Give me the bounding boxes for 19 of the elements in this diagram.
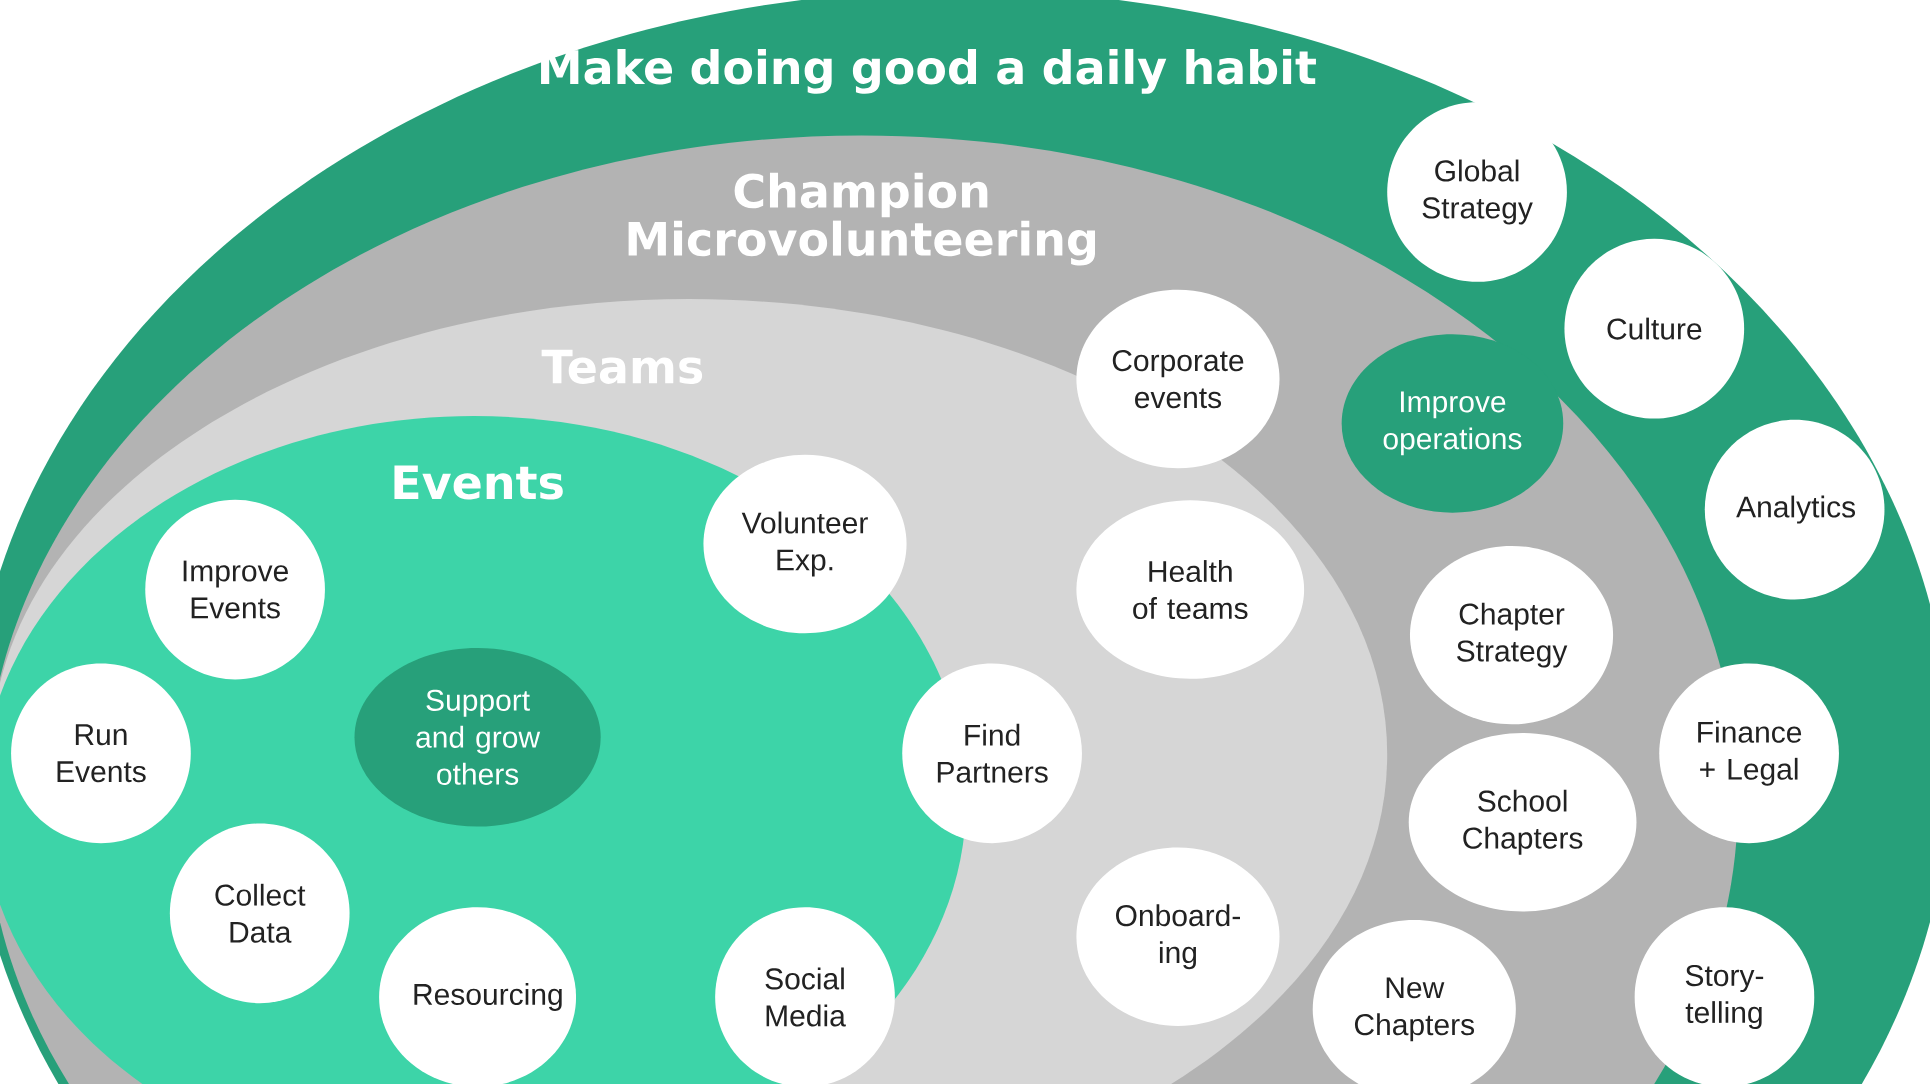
oval-node: Improve operations <box>1341 334 1564 513</box>
oval-node: Health of teams <box>1076 500 1305 679</box>
circle-node: Analytics <box>1704 419 1885 600</box>
oval-node: Onboard- ing <box>1076 847 1280 1026</box>
oval-node: School Chapters <box>1408 732 1637 912</box>
band-heading: Champion Microvolunteering <box>628 172 1095 266</box>
oval-node: Corporate events <box>1076 289 1280 469</box>
circle-node: Collect Data <box>169 823 350 1003</box>
circle-node: Culture <box>1564 238 1745 419</box>
node-label: Global Strategy <box>1422 159 1533 225</box>
circle-node: Find Partners <box>902 663 1082 843</box>
circle-node: Improve Events <box>145 499 325 680</box>
circle-node: Run Events <box>11 663 191 843</box>
circle-node: Finance + Legal <box>1659 663 1839 843</box>
circle-node: Global Strategy <box>1387 102 1567 282</box>
oval-node: Chapter Strategy <box>1410 545 1614 725</box>
oval-node: Support and grow others <box>354 647 601 827</box>
band-heading: Events <box>394 465 563 500</box>
oval-node: Volunteer Exp. <box>703 454 907 634</box>
